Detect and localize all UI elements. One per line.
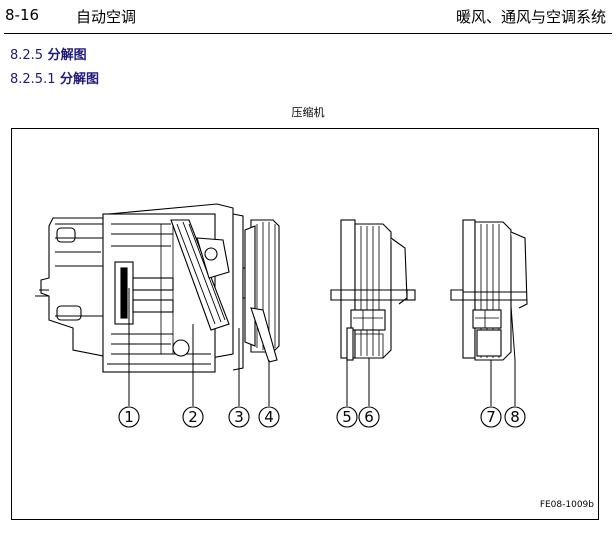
header-rule [4,33,612,34]
callout-7: 7 [486,408,496,426]
pulley-assembly-drawing [244,219,280,363]
callout-1-circle [118,406,140,428]
compressor-body-drawing [35,203,254,373]
callout-1: 1 [124,408,134,426]
heading-number: 8.2.5.1 [10,72,56,87]
callout-8: 8 [510,408,520,426]
callout-6-circle [358,406,380,428]
callout-5: 5 [342,408,352,426]
heading-exploded-view-sub: 8.2.5.1 分解图 [10,68,99,87]
callout-7-circle [480,406,502,428]
right-assembly-drawing [450,219,528,361]
callout-8-circle [504,406,526,428]
figure-code: FE08-1009b [539,500,594,510]
heading-exploded-view: 8.2.5 分解图 [10,44,87,63]
callout-circles [118,406,526,428]
callout-6: 6 [364,408,374,426]
chapter-title: 自动空调 [76,8,137,26]
callout-2-circle [182,406,204,428]
heading-number: 8.2.5 [10,48,44,63]
heading-title: 分解图 [60,72,100,87]
callout-4: 4 [264,408,274,426]
heading-title: 分解图 [47,48,87,63]
callout-2: 2 [188,408,198,426]
callout-5-circle [336,406,358,428]
callout-4-circle [258,406,280,428]
figure-caption: 压缩机 [291,106,325,119]
leader-lines [128,288,516,406]
middle-assembly-drawing [330,219,416,361]
compressor-exploded-drawing: 1 2 3 4 5 6 7 8 [35,203,528,428]
section-title: 暖风、通风与空调系统 [455,8,606,26]
callout-3: 3 [234,408,244,426]
figure-frame [11,128,599,520]
page-number: 8-16 [5,6,40,24]
callout-3-circle [228,406,250,428]
